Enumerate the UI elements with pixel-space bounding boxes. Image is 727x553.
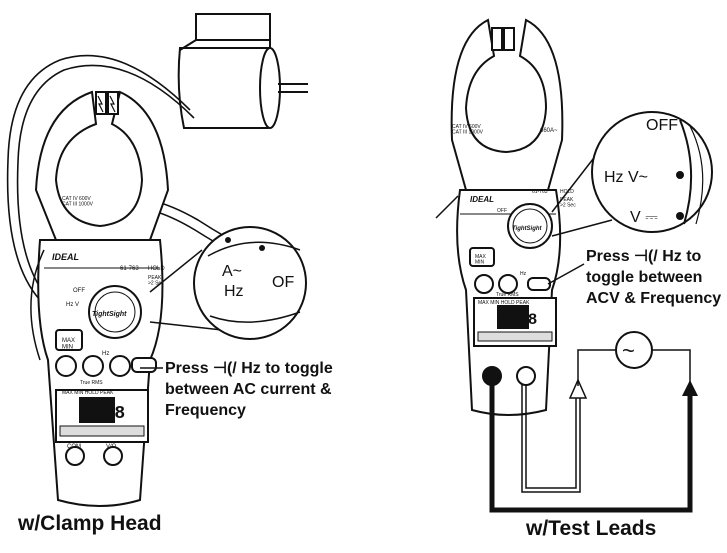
svg-text:TightSight: TightSight: [92, 311, 127, 318]
right-dial-callout: Hz V~ V ⎓ OFF: [551, 111, 713, 237]
svg-text:8888: 8888: [499, 311, 537, 329]
left-instruction: Press ⊣(/ Hz to toggle between AC curren…: [165, 360, 333, 419]
svg-text:Hz: Hz: [224, 283, 244, 300]
left-caption: w/Clamp Head: [18, 512, 162, 535]
right-caption: w/Test Leads: [526, 517, 657, 540]
motor: [177, 13, 308, 129]
svg-text:COM: COM: [67, 444, 81, 450]
svg-text:PEAK>2 Sec: PEAK>2 Sec: [148, 275, 164, 287]
svg-text:HOLD: HOLD: [148, 266, 165, 272]
svg-text:OF: OF: [272, 274, 294, 291]
svg-text:PEAK>2 Sec: PEAK>2 Sec: [560, 197, 576, 209]
svg-text:61-763: 61-763: [532, 189, 548, 195]
svg-text:MAX MIN HOLD PEAK: MAX MIN HOLD PEAK: [62, 390, 114, 396]
left-dial-callout: A~ Hz OF: [149, 226, 307, 340]
svg-text:Hz: Hz: [520, 271, 527, 277]
svg-text:660A~: 660A~: [540, 128, 558, 134]
svg-text:A~: A~: [222, 263, 242, 280]
svg-text:Hz V: Hz V: [66, 302, 79, 308]
svg-text:OFF: OFF: [497, 208, 507, 214]
svg-text:V/Ω: V/Ω: [106, 444, 117, 450]
motor-cable: [6, 54, 267, 301]
svg-text:MAX MIN HOLD PEAK: MAX MIN HOLD PEAK: [478, 300, 530, 306]
svg-text:Hz V~: Hz V~: [604, 169, 648, 186]
svg-text:61-763: 61-763: [120, 266, 139, 272]
svg-text:TightSight: TightSight: [512, 226, 543, 232]
svg-text:True RMS: True RMS: [80, 380, 103, 386]
svg-text:IDEAL: IDEAL: [52, 252, 79, 262]
ac-source: ~: [615, 331, 653, 369]
left-meter: [30, 90, 170, 507]
svg-text:Hz: Hz: [102, 351, 109, 357]
right-callout-pointer: [547, 263, 585, 285]
svg-text:OFF: OFF: [646, 117, 678, 134]
right-meter: [435, 18, 564, 416]
svg-text:OFF: OFF: [73, 288, 85, 294]
test-leads: [489, 349, 698, 513]
right-instruction: Press ⊣(/ Hz to toggle between ACV & Fre…: [586, 248, 722, 307]
svg-text:True RMS: True RMS: [496, 292, 519, 298]
svg-text:~: ~: [622, 338, 635, 363]
svg-text:8888: 8888: [82, 404, 125, 424]
svg-text:IDEAL: IDEAL: [470, 195, 494, 204]
svg-text:V ⎓: V ⎓: [630, 209, 658, 226]
